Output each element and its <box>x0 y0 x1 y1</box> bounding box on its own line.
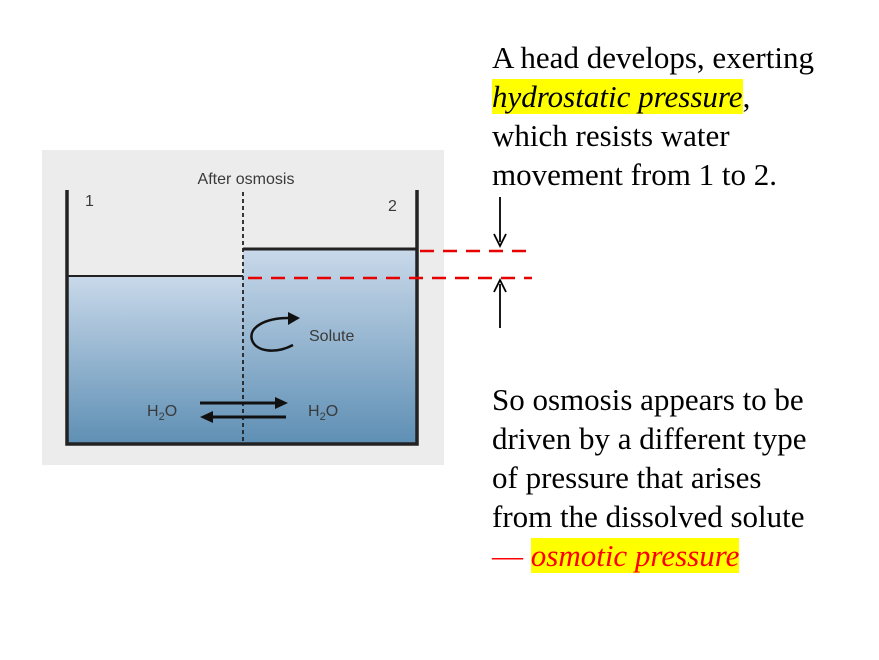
compartment-1-label: 1 <box>85 193 94 210</box>
osmosis-line-2: driven by a different type <box>492 421 807 456</box>
arrow-right-head <box>275 397 288 409</box>
osmotic-explanation: So osmosis appears to be driven by a dif… <box>492 380 872 575</box>
solute-label: Solute <box>309 328 354 345</box>
head-line-1: A head develops, exerting <box>492 40 814 75</box>
head-line-3: which resists water <box>492 118 730 153</box>
head-arrow-down-tip <box>493 233 507 249</box>
solute-curved-arrow <box>250 316 294 352</box>
osmotic-pressure-highlight: osmotic pressure <box>530 538 740 573</box>
hydrostatic-explanation: A head develops, exerting hydrostatic pr… <box>492 38 872 194</box>
head-line-4: movement from 1 to 2. <box>492 157 777 192</box>
osmosis-line-4: from the dissolved solute <box>492 499 805 534</box>
water-label-left: H2O <box>147 403 177 423</box>
compartment-2-label: 2 <box>388 198 397 215</box>
hydrostatic-pressure-highlight: hydrostatic pressure <box>492 79 743 114</box>
osmosis-line-1: So osmosis appears to be <box>492 382 804 417</box>
water-compartment-2 <box>243 249 417 444</box>
osmosis-line-5: — osmotic pressure <box>492 538 740 573</box>
head-arrow-up-tip <box>493 277 507 293</box>
container-walls <box>65 190 419 446</box>
water-label-right: H2O <box>308 403 338 423</box>
head-line-2: hydrostatic pressure, <box>492 79 751 114</box>
arrow-left-head <box>200 411 213 423</box>
solute-arrowhead <box>288 312 300 325</box>
osmosis-line-3: of pressure that arises <box>492 460 762 495</box>
diagram-title: After osmosis <box>198 171 295 188</box>
